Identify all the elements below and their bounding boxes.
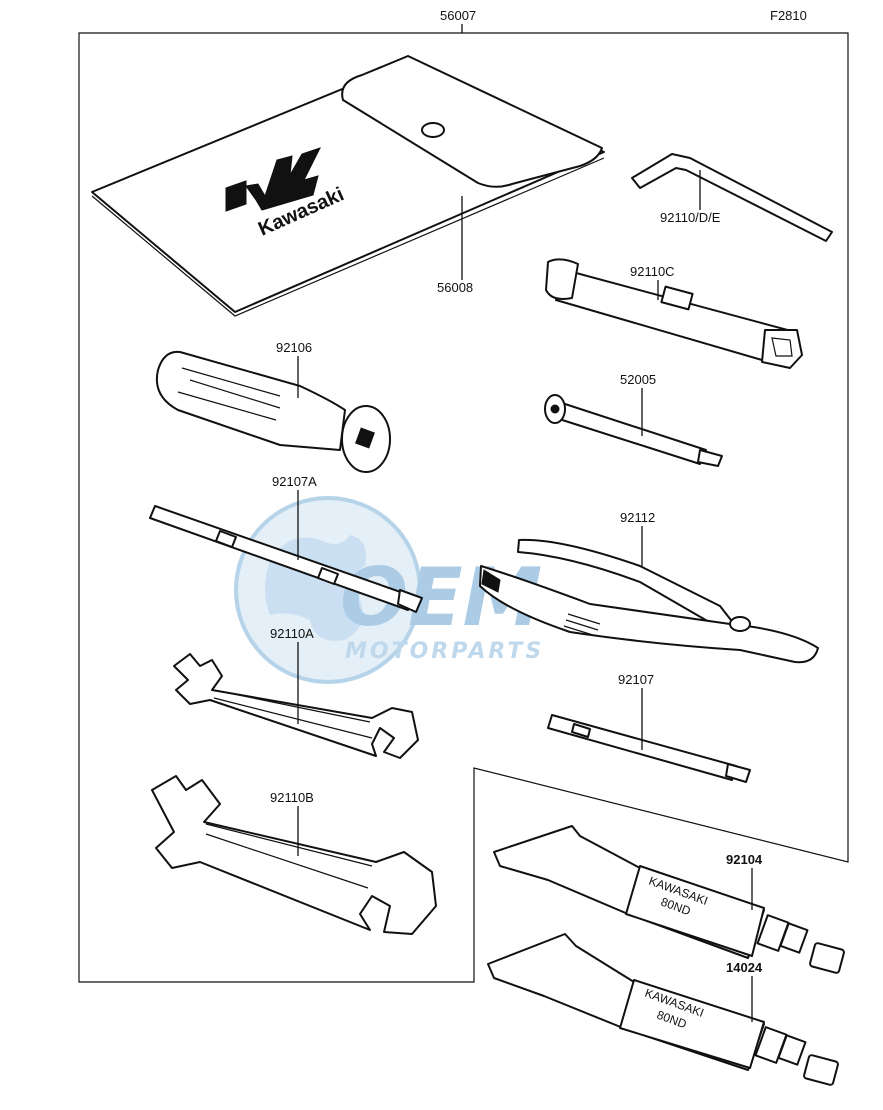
- watermark-sub: MOTORPARTS: [345, 639, 544, 664]
- kit-outline-frame: [78, 32, 849, 983]
- spark-plug-wrench: [545, 258, 803, 369]
- callout-92110b: 92110B: [270, 790, 314, 805]
- wrench-small: [173, 653, 419, 759]
- hex-key-body: [631, 153, 833, 242]
- pouch-back-edge: [91, 157, 605, 317]
- figure-code: F2810: [770, 8, 807, 23]
- callout-52005: 52005: [620, 372, 656, 387]
- callout-92107a: 92107A: [272, 474, 317, 489]
- pliers: [479, 538, 819, 664]
- grease-tube-2: KAWASAKI 80ND: [487, 933, 839, 1086]
- callout-92112: 92112: [620, 510, 655, 525]
- callout-92107: 92107: [618, 672, 654, 687]
- screwdriver-shaft-double: [149, 505, 423, 613]
- screwdriver: [547, 714, 751, 783]
- callout-92110c: 92110C: [630, 264, 675, 279]
- grease-tube-1: KAWASAKI 80ND: [493, 825, 845, 974]
- callout-92106: 92106: [276, 340, 312, 355]
- tool-pouch: Kawasaki: [91, 55, 605, 317]
- pouch-snap-button: [421, 122, 445, 138]
- callout-92110-d-e: 92110/D/E: [660, 210, 721, 225]
- callout-92110a: 92110A: [270, 626, 314, 641]
- hex-key: [631, 153, 833, 242]
- wrench-large: [151, 775, 437, 935]
- screwdriver-handle: [156, 350, 391, 473]
- screwdriver-bit: [544, 394, 723, 467]
- callout-92104: 92104: [726, 852, 763, 867]
- callout-56008: 56008: [437, 280, 473, 295]
- callout-56007: 56007: [440, 8, 476, 23]
- pouch-flap: [341, 55, 603, 188]
- callout-14024: 14024: [726, 960, 763, 975]
